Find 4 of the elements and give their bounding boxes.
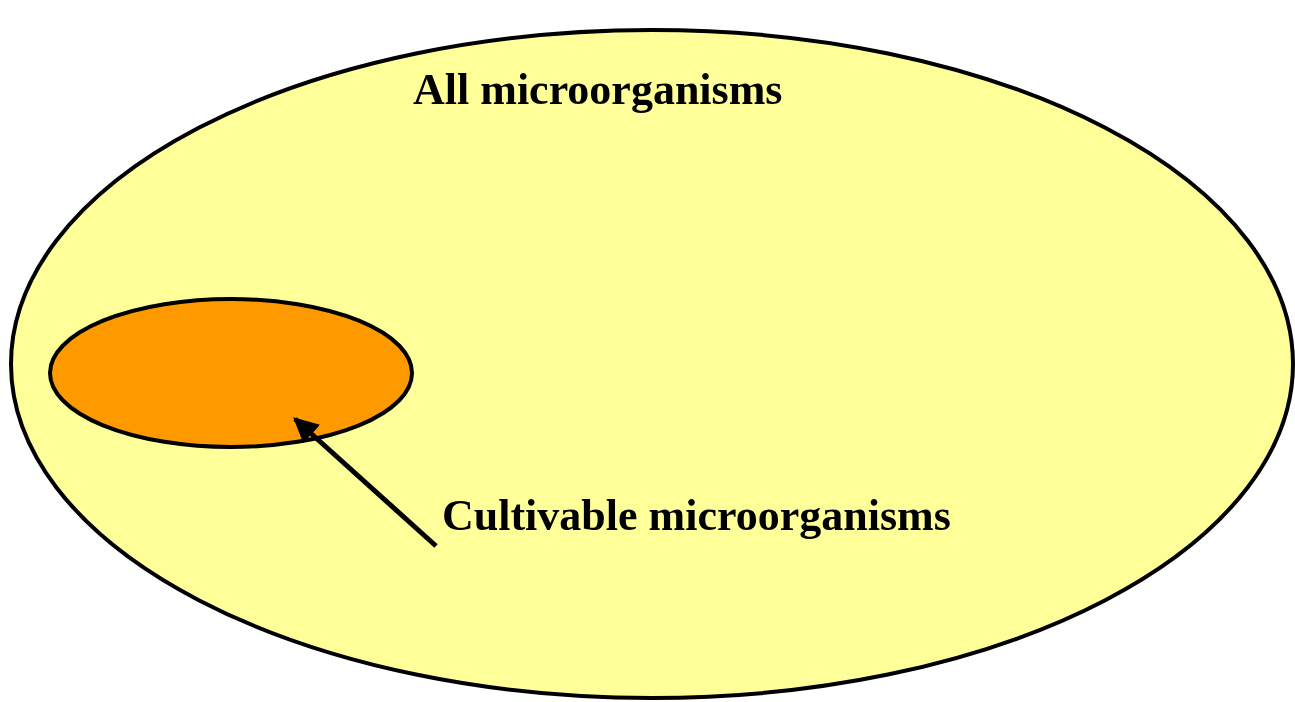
ellipse: [48, 297, 414, 449]
arrow: [293, 417, 438, 548]
callout-text: Cultivable microorganisms: [442, 490, 951, 541]
ellipse-label: All microorganisms: [413, 64, 783, 115]
